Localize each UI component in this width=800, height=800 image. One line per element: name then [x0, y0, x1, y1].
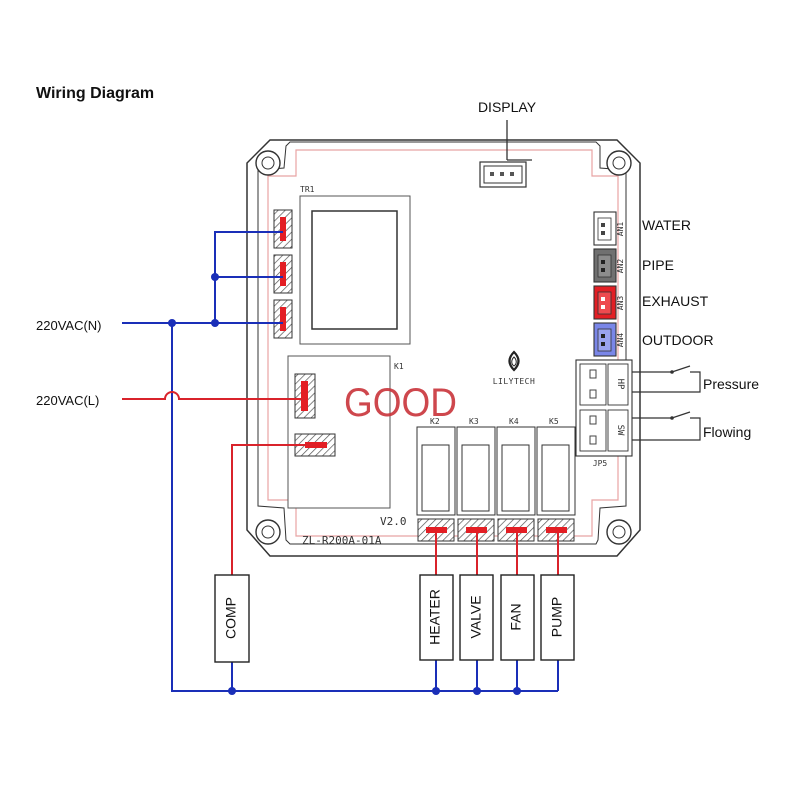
diagram-title: Wiring Diagram: [36, 85, 154, 102]
neutral-wiring: [122, 231, 559, 692]
svg-text:SW: SW: [615, 425, 625, 436]
load-heater: HEATER: [419, 574, 454, 661]
svg-text:K2: K2: [430, 417, 440, 426]
relay-bank: K2 K3 K4 K5: [416, 417, 576, 542]
svg-text:K5: K5: [549, 417, 559, 426]
svg-text:VALVE: VALVE: [468, 595, 484, 638]
board-version: V2.0: [380, 515, 407, 528]
neutral-label: 220VAC(N): [36, 318, 102, 333]
load-valve: VALVE: [459, 574, 494, 661]
neutral-terminals: [273, 209, 293, 339]
sensor-connector-an4: AN4 OUTDOOR: [593, 322, 714, 357]
sensor-connector-an3: AN3 EXHAUST: [593, 285, 709, 320]
transformer-tr1: TR1: [299, 185, 411, 345]
sensor-connector-an2: AN2 PIPE: [593, 248, 674, 283]
svg-text:TR1: TR1: [300, 185, 315, 194]
svg-text:Flowing: Flowing: [703, 424, 751, 440]
lilytech-logo: LILYTECH: [493, 350, 536, 386]
load-comp: COMP: [214, 574, 250, 663]
svg-text:K4: K4: [509, 417, 519, 426]
pressure-switch: Pressure: [632, 365, 759, 393]
live-label: 220VAC(L): [36, 393, 99, 408]
relay-k1: K1: [287, 355, 404, 509]
svg-text:AN4: AN4: [616, 333, 625, 348]
svg-text:HP: HP: [615, 379, 625, 390]
good-stamp: GOOD: [344, 381, 457, 425]
neutral-junctions: [168, 273, 521, 695]
svg-text:AN1: AN1: [616, 222, 625, 237]
svg-text:HEATER: HEATER: [427, 589, 443, 645]
svg-text:K1: K1: [394, 362, 404, 371]
svg-text:JP5: JP5: [593, 459, 608, 468]
sensor-label-water: WATER: [642, 217, 691, 233]
svg-text:FAN: FAN: [508, 603, 524, 630]
svg-text:LILYTECH: LILYTECH: [493, 377, 536, 386]
svg-text:AN2: AN2: [616, 259, 625, 274]
svg-text:Pressure: Pressure: [703, 376, 759, 392]
load-pump: PUMP: [540, 574, 575, 661]
board-model: ZL-R200A-01A: [302, 534, 382, 547]
sensor-label-exhaust: EXHAUST: [642, 293, 709, 309]
flowing-switch: Flowing: [632, 411, 751, 441]
display-connector: DISPLAY: [478, 99, 537, 188]
sensor-label-pipe: PIPE: [642, 257, 674, 273]
svg-text:K3: K3: [469, 417, 479, 426]
sensor-connector-an1: AN1 WATER: [593, 211, 691, 246]
svg-text:AN3: AN3: [616, 296, 625, 311]
load-fan: FAN: [500, 574, 535, 661]
live-wiring: [122, 391, 559, 575]
jp5-connector: HP SW JP5: [575, 359, 633, 468]
svg-text:COMP: COMP: [223, 597, 239, 639]
sensor-label-outdoor: OUTDOOR: [642, 332, 714, 348]
svg-text:DISPLAY: DISPLAY: [478, 99, 537, 115]
svg-text:PUMP: PUMP: [549, 597, 565, 637]
